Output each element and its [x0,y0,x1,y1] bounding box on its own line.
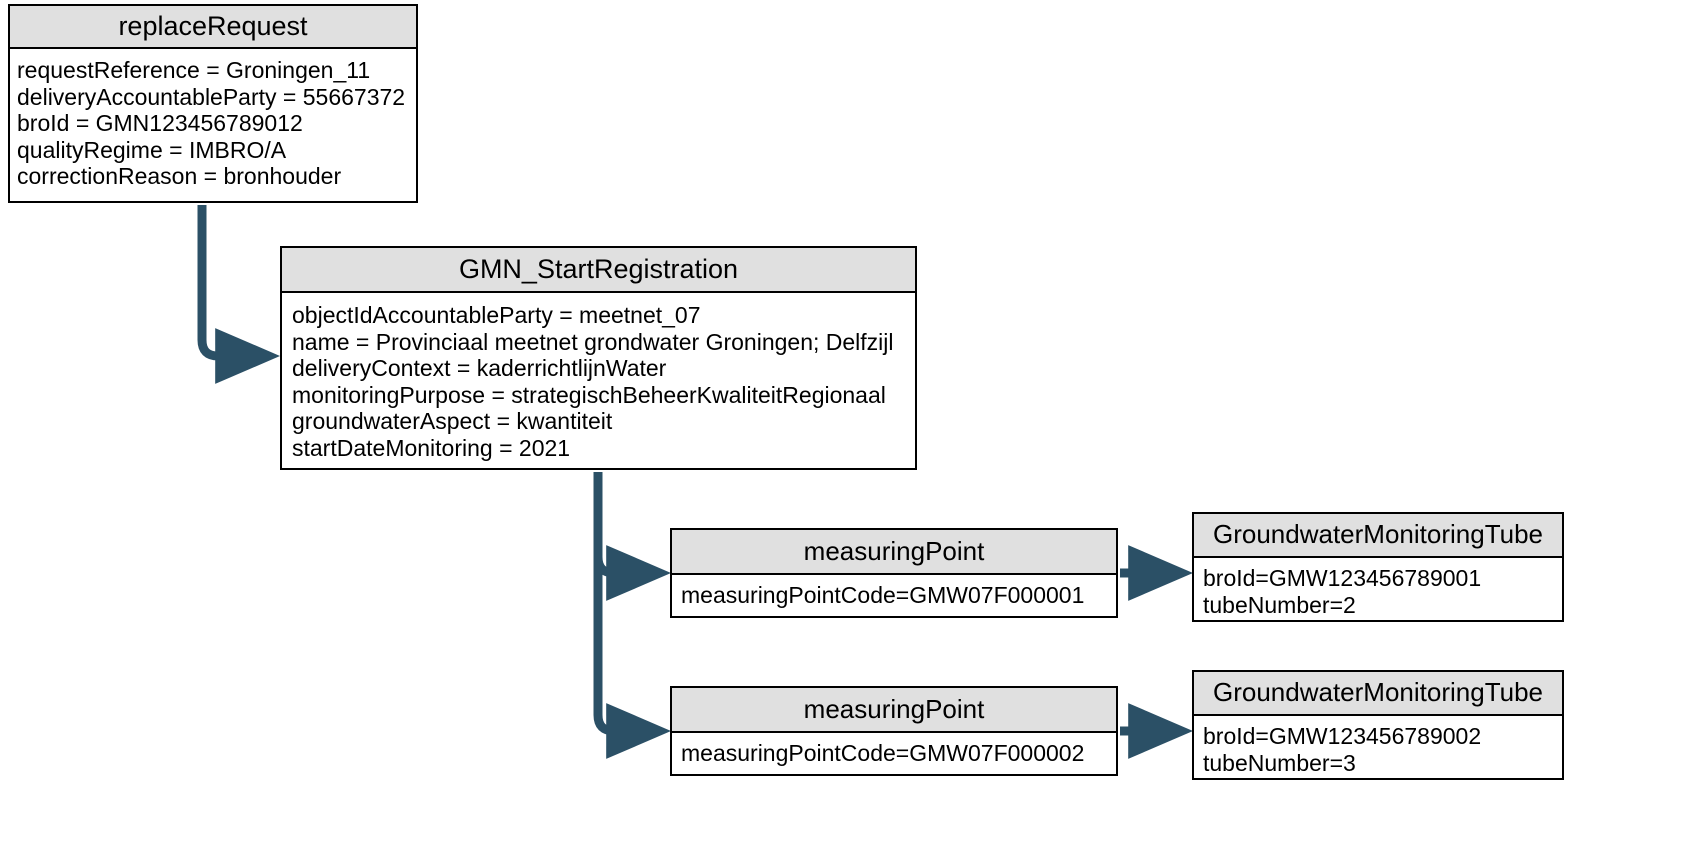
attribute-row: deliveryContext = kaderrichtlijnWater [292,355,667,381]
connector-gmn-to-measuring-point-1 [593,472,672,601]
node-measuring-point-1[interactable]: measuringPoint measuringPointCode=GMW07F… [670,528,1118,618]
node-groundwater-monitoring-tube-2-attributes: broId=GMW123456789002 tubeNumber=3 [1194,716,1562,777]
node-measuring-point-1-title: measuringPoint [672,530,1116,575]
node-measuring-point-2[interactable]: measuringPoint measuringPointCode=GMW07F… [670,686,1118,776]
node-gmn-start-registration-attributes: objectIdAccountableParty = meetnet_07 na… [282,293,915,461]
node-groundwater-monitoring-tube-1-attributes: broId=GMW123456789001 tubeNumber=2 [1194,558,1562,619]
node-replace-request-title: replaceRequest [10,6,416,49]
node-measuring-point-2-attributes: measuringPointCode=GMW07F000002 [672,733,1116,767]
attribute-row: broId=GMW123456789001 [1203,565,1482,591]
attribute-row: monitoringPurpose = strategischBeheerKwa… [292,381,886,408]
node-groundwater-monitoring-tube-1[interactable]: GroundwaterMonitoringTube broId=GMW12345… [1192,512,1564,622]
attribute-row: startDateMonitoring = 2021 [292,434,571,461]
node-groundwater-monitoring-tube-1-title: GroundwaterMonitoringTube [1194,514,1562,558]
attribute-row: requestReference = Groningen_11 [17,57,371,83]
attribute-row: tubeNumber=2 [1203,592,1356,618]
attribute-row: deliveryAccountableParty = 55667372 [17,83,406,110]
node-measuring-point-2-title: measuringPoint [672,688,1116,733]
connector-gmn-to-measuring-point-2 [593,557,672,759]
attribute-row: groundwaterAspect = kwantiteit [292,408,613,434]
attribute-row: broId = GMN123456789012 [17,110,303,136]
node-gmn-start-registration-title: GMN_StartRegistration [282,248,915,293]
node-replace-request-attributes: requestReference = Groningen_11 delivery… [10,49,416,190]
attribute-row: measuringPointCode=GMW07F000001 [681,582,1085,608]
attribute-row: correctionReason = bronhouder [17,163,342,189]
attribute-row: broId=GMW123456789002 [1203,723,1482,749]
node-gmn-start-registration[interactable]: GMN_StartRegistration objectIdAccountabl… [280,246,917,470]
node-replace-request[interactable]: replaceRequest requestReference = Gronin… [8,4,418,203]
attribute-row: tubeNumber=3 [1203,750,1356,776]
connector-replace-request-to-gmn [197,205,281,384]
attribute-row: measuringPointCode=GMW07F000002 [681,740,1085,766]
attribute-row: name = Provinciaal meetnet grondwater Gr… [292,328,894,355]
attribute-row: qualityRegime = IMBRO/A [17,136,287,163]
node-measuring-point-1-attributes: measuringPointCode=GMW07F000001 [672,575,1116,609]
node-groundwater-monitoring-tube-2[interactable]: GroundwaterMonitoringTube broId=GMW12345… [1192,670,1564,780]
attribute-row: objectIdAccountableParty = meetnet_07 [292,302,701,328]
node-groundwater-monitoring-tube-2-title: GroundwaterMonitoringTube [1194,672,1562,716]
